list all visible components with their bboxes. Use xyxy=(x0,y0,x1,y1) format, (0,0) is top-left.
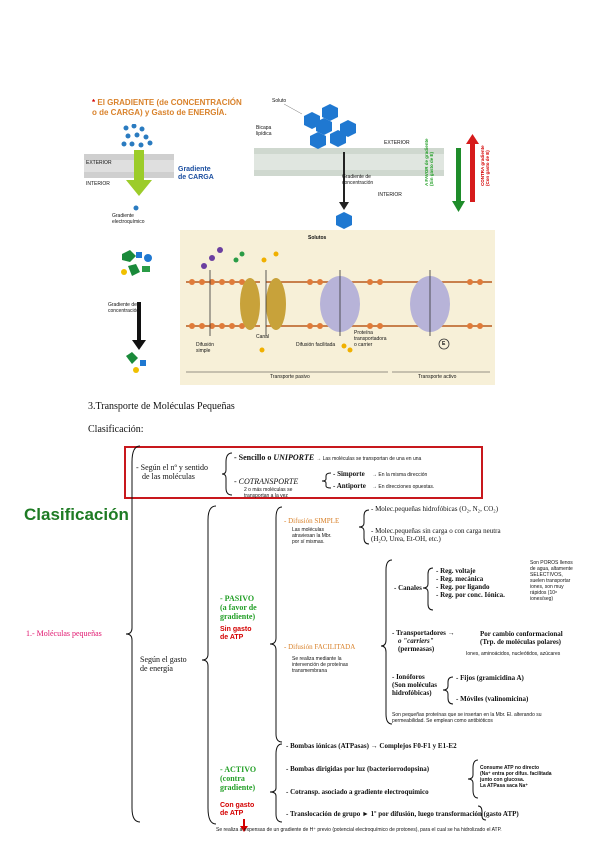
carrier-label: Proteína transportadora o carrier xyxy=(354,330,387,348)
canal-label: Canal xyxy=(256,334,270,340)
dif-facilitada-desc: Se realiza mediante la intervención de p… xyxy=(292,656,349,674)
antiporte-label: - Antiporte xyxy=(333,482,366,490)
facilitated-diffusion-label: Difusión facilitada xyxy=(296,342,336,348)
uniporte-row: - Sencillo o UNIPORTE → Las moléculas se… xyxy=(234,453,422,462)
consume-note: Consume ATP no directo (Na⁺ entra por di… xyxy=(480,765,552,789)
bilayer-label: Bicapa lipídica xyxy=(256,125,272,137)
ionoforos-label: - Ionóforos (Son moléculas hidrofóbicas) xyxy=(392,673,437,697)
section-subheading: Clasificación: xyxy=(88,424,144,435)
simple-diffusion-label: Difusión simple xyxy=(196,342,215,354)
transportadores-label: - Transportadores → o "carriers" (permea… xyxy=(392,629,455,653)
interior-label: INTERIOR xyxy=(86,181,110,187)
cotransp-row: - Cotransp. asociado a gradiente electro… xyxy=(286,788,429,796)
energy-label: E xyxy=(442,341,446,347)
activo-label: - ACTIVO (contra gradiente) xyxy=(220,765,257,792)
electrochemical-label: Gradiente electroquímico xyxy=(112,213,145,225)
scheme-big-title: Clasificación xyxy=(24,505,129,524)
sin-gasto-label: Sin gasto de ATP xyxy=(220,626,252,641)
canales-label: - Canales xyxy=(394,584,422,592)
dif-simple-desc: Las moléculas atraviesan la Mbr. por sí … xyxy=(292,527,332,545)
fig2-conc-label: Gradiente de concentración xyxy=(108,302,140,314)
gasto-label: Según el gasto de energía xyxy=(140,655,187,673)
exterior-label-2: EXTERIOR xyxy=(384,140,410,146)
charge-gradient-label: Gradiente de CARGA xyxy=(178,166,214,181)
small-conc-diagram xyxy=(121,250,152,373)
cotransporte-desc: 2 o más moléculas se transportan a la ve… xyxy=(244,487,293,499)
poros-note: Son POROS llenos de agua, altamente SELE… xyxy=(530,560,573,602)
group-translocation-row: - Translocación de grupo ► 1º por difusi… xyxy=(286,810,519,818)
simporte-desc: → En la misma dirección xyxy=(372,472,428,478)
antiporte-desc: → En direcciones opuestas. xyxy=(372,484,435,490)
active-transport-label: Transporte activo xyxy=(418,374,457,380)
con-gasto-label: Con gasto de ATP xyxy=(220,802,255,817)
footer-note: Se realiza a expensas de un gradiente de… xyxy=(216,827,502,833)
membrane-diagram xyxy=(186,247,492,373)
conformational-change: Por cambio conformacional (Trp. de moléc… xyxy=(480,630,563,646)
moviles-label: - Móviles (valinomicina) xyxy=(456,695,529,703)
soluto-label: Soluto xyxy=(272,98,287,104)
ionoforos-note: Son pequeñas proteínas que se insertan e… xyxy=(392,712,542,724)
figure-title: * El GRADIENTE (de CONCENTRACIÓN o de CA… xyxy=(92,98,242,117)
concentration-gradient-diagram xyxy=(254,103,479,229)
solutos-label: Solutos xyxy=(308,235,327,241)
cotransporte-label: - COTRANSPORTE xyxy=(234,477,299,486)
sentido-label: - Según el nº y sentido de las moléculas xyxy=(136,463,209,481)
interior-label-2: INTERIOR xyxy=(378,192,402,198)
root-label: 1.- Moléculas pequeñas xyxy=(26,629,102,638)
exterior-label: EXTERIOR xyxy=(86,160,112,166)
neutral-row: - Molec.pequeñas sin carga o con carga n… xyxy=(371,527,501,543)
conformational-note: Iones, aminoácidos, nucleótidos, azúcare… xyxy=(466,651,561,657)
light-pumps-row: - Bombas dirigidas por luz (bacteriorrod… xyxy=(286,765,430,773)
dif-facilitada-label: - Difusión FACILITADA xyxy=(284,643,356,651)
simporte-label: - Simporte xyxy=(333,470,365,478)
fijos-label: - Fijos (gramicidina A) xyxy=(456,674,524,682)
conc-gradient-label: Gradiente de concentración xyxy=(342,174,374,186)
hydrophobic-row: - Molec.pequeñas hidrofóbicas (O₂, N₂, C… xyxy=(371,505,499,513)
section-heading: 3.Transporte de Moléculas Pequeñas xyxy=(88,401,235,412)
charge-gradient-diagram xyxy=(84,124,174,211)
pasivo-label: - PASIVO (a favor de gradiente) xyxy=(220,594,257,621)
channel-regulation-list: - Reg. voltaje - Reg. mecánica - Reg. po… xyxy=(436,567,505,599)
figure-gradient: * El GRADIENTE (de CONCENTRACIÓN o de CA… xyxy=(84,88,504,233)
passive-transport-label: Transporte pasivo xyxy=(270,374,310,380)
ionic-pumps-row: - Bombas iónicas (ATPasas) → Complejos F… xyxy=(286,742,457,750)
figure-transport: Gradiente de concentración xyxy=(100,230,500,385)
dif-simple-label: - Difusión SIMPLE xyxy=(284,517,340,525)
